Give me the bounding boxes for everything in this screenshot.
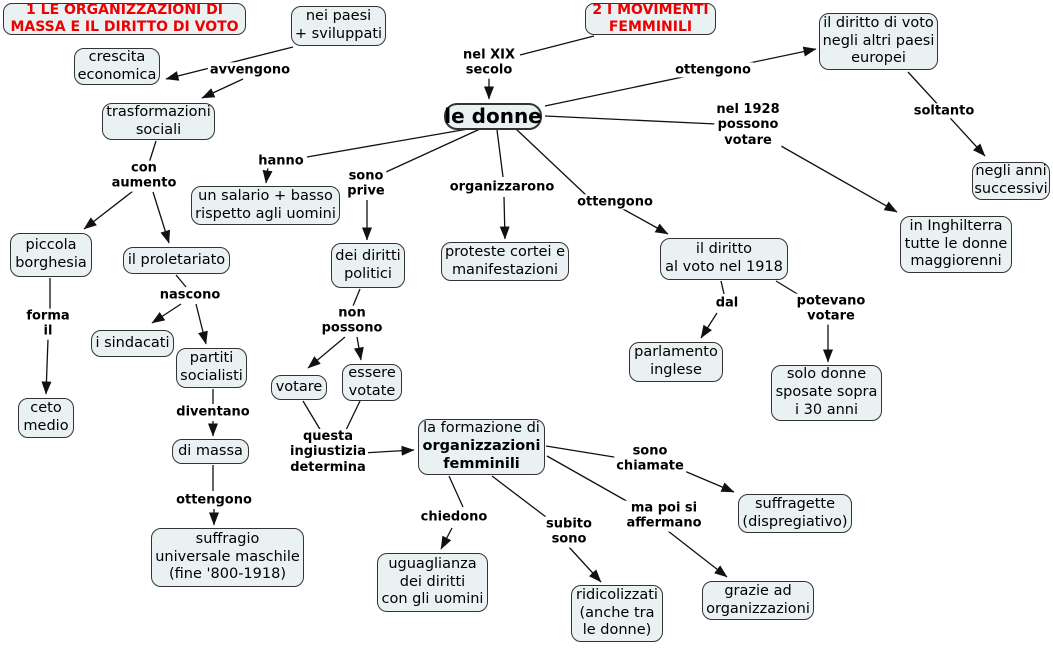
edge-line-41: [720, 280, 725, 295]
edge-label-ottengono-mid: ottengono: [575, 194, 655, 210]
edge-line-8: [622, 208, 669, 235]
edge-line-32: [361, 445, 415, 456]
edge-line-27: [352, 288, 361, 307]
edge-line-21: [151, 303, 182, 324]
edge-label-ottengono-top: ottengono: [673, 62, 753, 78]
edge-line-15: [148, 140, 157, 164]
edge-line-28: [307, 336, 346, 369]
edge-label-organizzarono: organizzarono: [447, 179, 557, 195]
edge-line-37: [545, 445, 621, 459]
node-di-massa: di massa: [172, 439, 249, 464]
edge-line-2: [519, 35, 595, 56]
edge-line-14: [499, 196, 510, 240]
edge-label-nascono: nascono: [157, 287, 223, 303]
edge-line-13: [496, 129, 504, 178]
edge-line-19: [41, 338, 52, 395]
edge-label-hanno: hanno: [256, 153, 306, 169]
node-proletariato: il proletariato: [123, 247, 230, 274]
edge-line-1: [201, 78, 244, 99]
edge-line-39: [546, 455, 631, 504]
node-suffragette: suffragette(dispregiativo): [738, 494, 852, 533]
edge-line-29: [353, 336, 364, 361]
node-le-donne: le donne: [444, 103, 542, 130]
edge-label-diventano: diventano: [174, 404, 252, 420]
edge-line-36: [567, 545, 602, 583]
edge-line-22: [195, 303, 208, 345]
edge-line-20: [175, 274, 187, 288]
edge-line-16: [83, 190, 134, 230]
edge-line-11: [385, 128, 481, 173]
edge-label-avvengono: avvengono: [207, 62, 293, 78]
edge-line-5: [544, 115, 717, 125]
edge-line-30: [302, 400, 322, 432]
edge-line-42: [700, 312, 718, 339]
edge-line-34: [440, 527, 453, 550]
edge-line-35: [491, 475, 547, 518]
edge-label-soltanto: soltanto: [911, 103, 977, 119]
edge-line-43: [775, 280, 800, 296]
edge-line-31: [345, 400, 361, 431]
node-votare: votare: [271, 375, 327, 400]
edge-line-38: [681, 469, 735, 493]
node-nei-paesi: nei paesi+ sviluppati: [291, 6, 386, 46]
node-sindacati: i sindacati: [91, 330, 174, 357]
edge-line-40: [667, 530, 728, 578]
edge-line-17: [152, 191, 171, 244]
edge-line-10: [262, 166, 273, 184]
edge-line-7: [515, 128, 588, 197]
edge-label-dal: dal: [713, 295, 741, 311]
edge-label-chiedono: chiedono: [418, 509, 490, 525]
edge-line-9: [306, 128, 469, 158]
edge-line-6: [780, 145, 898, 213]
edge-label-ottengono-basso: ottengono: [174, 492, 254, 508]
edge-line-33: [448, 475, 464, 508]
